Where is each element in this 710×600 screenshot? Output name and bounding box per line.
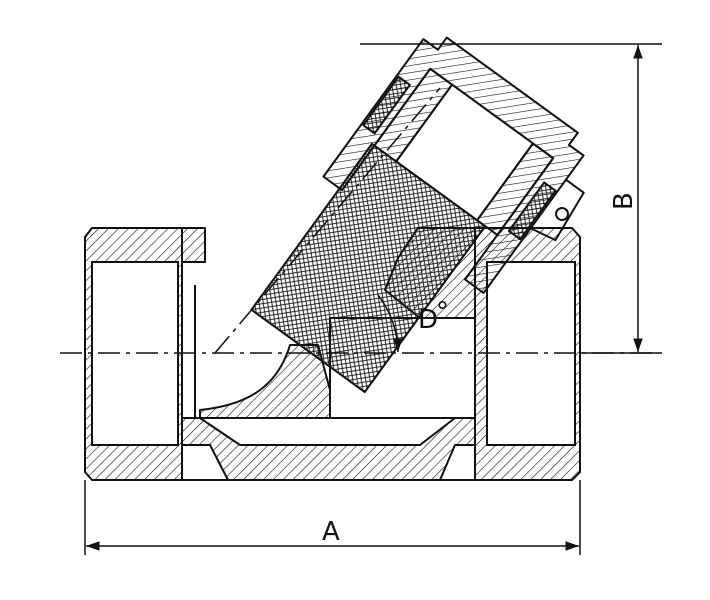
bonnet-centerline	[214, 87, 441, 354]
partition-wall	[199, 344, 331, 419]
angle-unit: °	[436, 297, 449, 327]
o-ring-left	[362, 75, 411, 135]
cap-lug	[530, 178, 585, 242]
dim-b-label: B	[609, 192, 639, 210]
o-ring-right	[507, 181, 557, 241]
bonnet-assembly	[250, 36, 585, 394]
upper-body-left	[181, 227, 206, 263]
angle-label: D	[418, 305, 438, 335]
filter-screen	[250, 142, 487, 394]
angle-d-arc	[377, 294, 403, 353]
lower-body	[181, 417, 476, 481]
centerlines	[60, 87, 655, 354]
dim-a-label: A	[322, 517, 340, 547]
drain-hole	[555, 207, 570, 222]
dimensions	[84, 43, 662, 555]
